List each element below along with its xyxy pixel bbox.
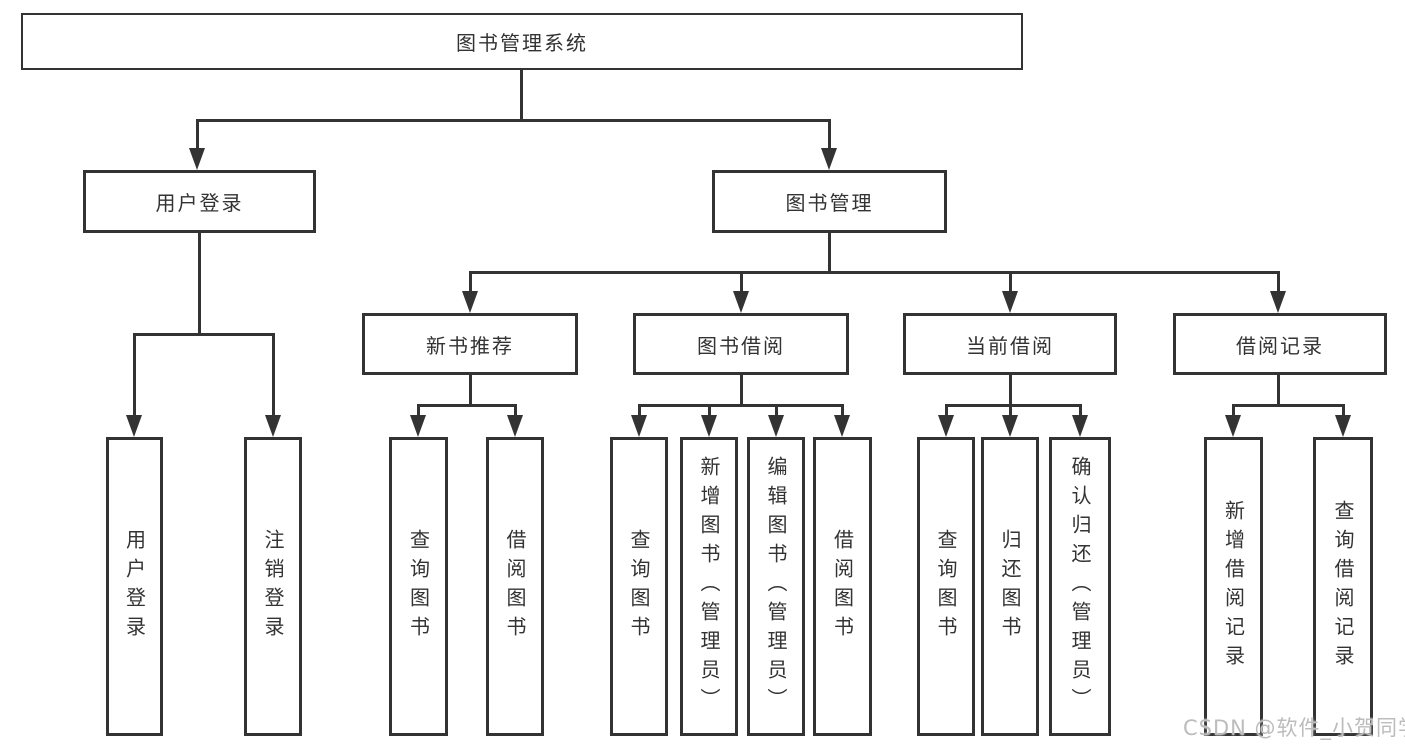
node-borrow-records: 借阅记录 bbox=[1173, 313, 1387, 375]
leaf-borrow-books-2: 借阅图书 bbox=[813, 437, 872, 736]
node-book-management-label: 图书管理 bbox=[785, 191, 874, 215]
leaf-logout: 注销登录 bbox=[244, 437, 302, 736]
node-user-login-label: 用户登录 bbox=[155, 191, 244, 215]
leaf-query-books-borrow: 查询图书 bbox=[610, 437, 668, 736]
node-current-borrow: 当前借阅 bbox=[903, 313, 1117, 375]
connector-stem-new-books bbox=[469, 271, 472, 291]
connector-stem-bb-edit bbox=[775, 404, 778, 416]
node-book-borrow: 图书借阅 bbox=[633, 313, 849, 375]
arrow-down-bb-edit bbox=[768, 415, 784, 437]
connector-stem-br-add bbox=[1232, 404, 1235, 416]
arrow-down-nbr-query bbox=[410, 415, 426, 437]
connector-nbr-stem bbox=[469, 375, 472, 406]
connector-stem-cb-query bbox=[945, 404, 948, 416]
arrow-down-bb-borrow bbox=[834, 415, 850, 437]
arrow-down-leaf-logout bbox=[265, 415, 281, 437]
leaf-logout-label: 注销登录 bbox=[261, 528, 285, 645]
connector-stem-borrow-records bbox=[1277, 271, 1280, 291]
leaf-borrow-books-2-label: 借阅图书 bbox=[830, 528, 855, 645]
connector-stem-current-borrow bbox=[1009, 271, 1012, 291]
leaf-borrow-books-recommend-label: 借阅图书 bbox=[503, 528, 527, 645]
arrow-down-borrow-records bbox=[1270, 291, 1286, 313]
arrow-down-br-add bbox=[1225, 415, 1241, 437]
arrow-down-leaf-login bbox=[126, 415, 142, 437]
arrow-down-user-login bbox=[189, 148, 205, 170]
leaf-user-login-label: 用户登录 bbox=[122, 528, 147, 645]
leaf-query-books-current-label: 查询图书 bbox=[934, 528, 958, 645]
arrow-down-current-borrow bbox=[1002, 291, 1018, 313]
node-borrow-records-label: 借阅记录 bbox=[1236, 333, 1324, 358]
connector-user-login-rail bbox=[133, 333, 275, 336]
connector-br-rail bbox=[1232, 404, 1344, 407]
csdn-watermark: CSDN @软件_小贺同学 bbox=[1183, 716, 1405, 740]
connector-stem-user-login bbox=[196, 119, 199, 149]
node-root: 图书管理系统 bbox=[21, 13, 1023, 70]
node-current-borrow-label: 当前借阅 bbox=[966, 333, 1054, 358]
connector-level2-rail bbox=[196, 119, 831, 122]
leaf-query-books-current: 查询图书 bbox=[917, 437, 975, 736]
arrow-down-bb-add bbox=[701, 415, 717, 437]
connector-stem-nbr-query bbox=[417, 404, 420, 416]
leaf-user-login: 用户登录 bbox=[106, 437, 163, 736]
arrow-down-br-query bbox=[1335, 415, 1351, 437]
node-new-book-recommend-label: 新书推荐 bbox=[426, 333, 514, 358]
connector-stem-leaf-logout bbox=[272, 333, 275, 415]
leaf-query-books-recommend-label: 查询图书 bbox=[406, 528, 431, 645]
node-book-borrow-label: 图书借阅 bbox=[697, 333, 785, 358]
leaf-add-book-admin-label: 新增图书（管理员） bbox=[697, 456, 721, 717]
connector-user-login-stem bbox=[198, 233, 201, 335]
leaf-add-borrow-record-label: 新增借阅记录 bbox=[1221, 499, 1246, 674]
node-root-label: 图书管理系统 bbox=[456, 31, 588, 55]
node-user-login: 用户登录 bbox=[83, 170, 316, 233]
leaf-confirm-return-admin: 确认归还（管理员） bbox=[1049, 437, 1111, 736]
connector-stem-br-query bbox=[1342, 404, 1345, 416]
arrow-down-cb-confirm bbox=[1072, 415, 1088, 437]
leaf-query-borrow-record-label: 查询借阅记录 bbox=[1331, 499, 1355, 674]
leaf-return-books-label: 归还图书 bbox=[998, 528, 1022, 645]
connector-stem-bb-query bbox=[638, 404, 641, 416]
connector-cb-rail bbox=[945, 404, 1081, 407]
leaf-return-books: 归还图书 bbox=[981, 437, 1039, 736]
arrow-down-cb-return bbox=[1002, 415, 1018, 437]
leaf-add-borrow-record: 新增借阅记录 bbox=[1204, 437, 1263, 736]
arrow-down-cb-query bbox=[938, 415, 954, 437]
leaf-query-borrow-record: 查询借阅记录 bbox=[1313, 437, 1373, 736]
connector-level3-rail bbox=[469, 271, 1279, 274]
connector-stem-leaf-login bbox=[133, 333, 136, 415]
connector-book-mgmt-stem bbox=[828, 233, 831, 273]
connector-stem-cb-confirm bbox=[1079, 404, 1082, 416]
arrow-down-book-borrow bbox=[733, 291, 749, 313]
leaf-query-books-recommend: 查询图书 bbox=[389, 437, 448, 736]
leaf-confirm-return-admin-label: 确认归还（管理员） bbox=[1068, 456, 1092, 717]
connector-stem-bb-borrow bbox=[841, 404, 844, 416]
connector-stem-bb-add bbox=[708, 404, 711, 416]
connector-bb-stem bbox=[740, 375, 743, 406]
node-new-book-recommend: 新书推荐 bbox=[362, 313, 578, 375]
connector-br-stem bbox=[1277, 375, 1280, 406]
arrow-down-new-books bbox=[462, 291, 478, 313]
connector-stem-cb-return bbox=[1009, 404, 1012, 416]
connector-root-stem bbox=[520, 70, 523, 120]
arrow-down-nbr-borrow bbox=[507, 415, 523, 437]
connector-stem-book-borrow bbox=[740, 271, 743, 291]
connector-bb-rail bbox=[638, 404, 844, 407]
leaf-edit-book-admin-label: 编辑图书（管理员） bbox=[764, 456, 788, 717]
arrow-down-bb-query bbox=[631, 415, 647, 437]
arrow-down-book-mgmt bbox=[821, 148, 837, 170]
leaf-add-book-admin: 新增图书（管理员） bbox=[680, 437, 738, 736]
connector-cb-stem bbox=[1009, 375, 1012, 406]
connector-stem-nbr-borrow bbox=[514, 404, 517, 416]
leaf-query-books-borrow-label: 查询图书 bbox=[627, 528, 651, 645]
node-book-management: 图书管理 bbox=[712, 170, 947, 233]
leaf-borrow-books-recommend: 借阅图书 bbox=[486, 437, 544, 736]
connector-nbr-rail bbox=[418, 404, 517, 407]
connector-stem-book-mgmt bbox=[828, 119, 831, 149]
leaf-edit-book-admin: 编辑图书（管理员） bbox=[747, 437, 805, 736]
